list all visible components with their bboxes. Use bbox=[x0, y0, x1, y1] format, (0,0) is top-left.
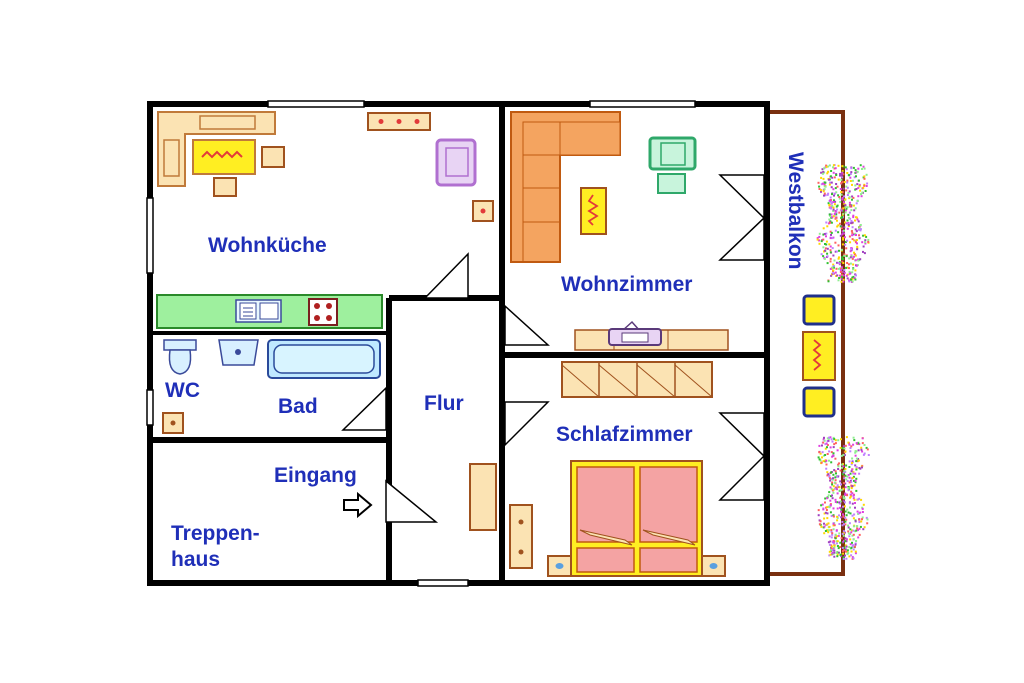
flower-box-bottom bbox=[817, 436, 870, 560]
bathtub bbox=[267, 339, 381, 379]
room-label-schlafzimmer: Schlafzimmer bbox=[556, 423, 693, 446]
bedroom-furniture bbox=[509, 361, 726, 577]
toilet-icon bbox=[163, 339, 197, 375]
room-label-treppenhaus-2: haus bbox=[171, 548, 221, 571]
windows bbox=[146, 100, 696, 587]
room-label-bad: Bad bbox=[278, 395, 318, 418]
room-label-wc: WC bbox=[165, 379, 200, 402]
living-furniture bbox=[510, 111, 729, 351]
flower-box-top bbox=[816, 164, 870, 283]
tv-icon bbox=[608, 320, 662, 346]
hall-furniture bbox=[469, 463, 497, 531]
room-label-treppenhaus-1: Treppen- bbox=[171, 522, 260, 545]
doors bbox=[341, 174, 765, 523]
room-label-eingang: Eingang bbox=[274, 464, 357, 487]
washbasin-icon bbox=[218, 339, 259, 366]
entrance-arrow-icon bbox=[343, 491, 373, 519]
balcony-furniture bbox=[802, 294, 836, 418]
room-label-wohnzimmer: Wohnzimmer bbox=[561, 273, 693, 296]
stove-icon bbox=[308, 298, 338, 326]
sink-icon bbox=[235, 299, 282, 323]
room-label-westbalkon: Westbalkon bbox=[784, 152, 807, 270]
room-label-wohnkueche: Wohnküche bbox=[208, 234, 327, 257]
bathroom-fixtures bbox=[162, 339, 381, 434]
room-label-flur: Flur bbox=[424, 392, 464, 415]
